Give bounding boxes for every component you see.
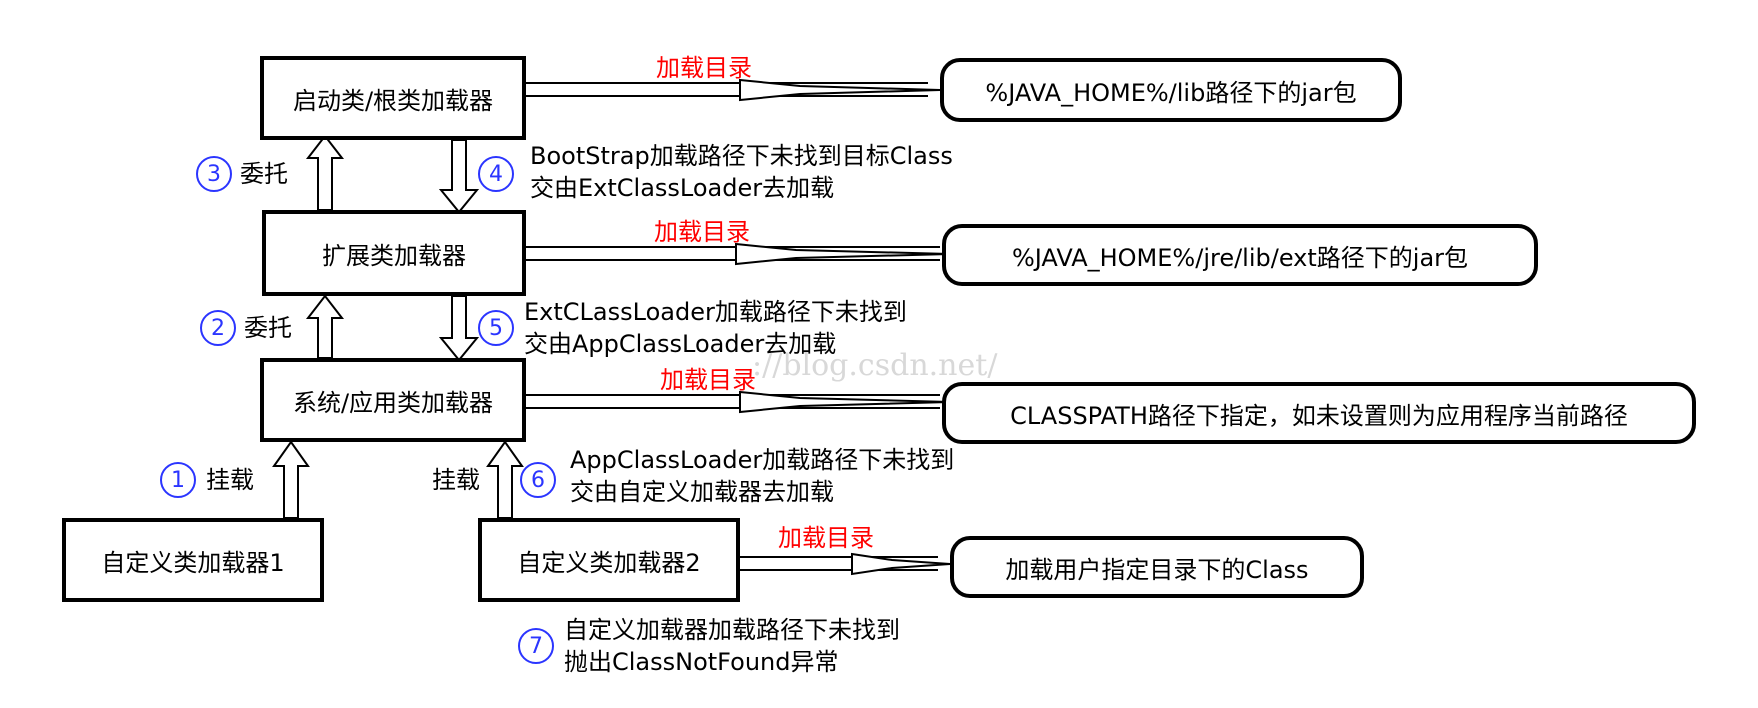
step-5-marker: 5 bbox=[478, 310, 514, 346]
custom-loader-1-label: 自定义类加载器1 bbox=[101, 548, 285, 577]
custom2-target-box: 加载用户指定目录下的Class bbox=[950, 536, 1364, 598]
app-target-box: CLASSPATH路径下指定，如未设置则为应用程序当前路径 bbox=[942, 382, 1696, 444]
note-step-7-line-2: 抛出ClassNotFound异常 bbox=[564, 648, 839, 676]
fallback-arrow-ext-to-app bbox=[438, 295, 480, 362]
load-arrow-custom2 bbox=[740, 552, 951, 576]
load-arrow-app bbox=[526, 390, 951, 414]
load-dir-label-bootstrap: 加载目录 bbox=[656, 54, 752, 82]
bootstrap-loader-box: 启动类/根类加载器 bbox=[260, 56, 526, 140]
step-6-marker: 6 bbox=[520, 462, 556, 498]
ext-loader-box: 扩展类加载器 bbox=[262, 210, 526, 296]
bootstrap-target-label: %JAVA_HOME%/lib路径下的jar包 bbox=[985, 78, 1357, 107]
delegate-arrow-ext-to-bootstrap bbox=[305, 134, 345, 211]
step-7-marker: 7 bbox=[518, 628, 554, 664]
watermark: ://blog.csdn.net/ bbox=[752, 348, 998, 383]
load-dir-label-ext: 加载目录 bbox=[654, 218, 750, 246]
note-step-5-line-1: ExtCLassLoader加载路径下未找到 bbox=[524, 298, 907, 326]
delegate-label-3: 委托 bbox=[240, 160, 288, 188]
bootstrap-target-box: %JAVA_HOME%/lib路径下的jar包 bbox=[940, 58, 1402, 122]
note-step-6-line-1: AppClassLoader加载路径下未找到 bbox=[570, 446, 955, 474]
step-3-marker: 3 bbox=[196, 156, 232, 192]
note-step-7-line-1: 自定义加载器加载路径下未找到 bbox=[564, 616, 900, 644]
mount-label-2: 挂载 bbox=[432, 466, 480, 494]
note-step-4: BootStrap加载路径下未找到目标Class 交由ExtClassLoade… bbox=[530, 140, 953, 204]
bootstrap-loader-label: 启动类/根类加载器 bbox=[292, 86, 494, 115]
note-step-6-line-2: 交由自定义加载器去加载 bbox=[570, 478, 834, 506]
note-step-5-line-2: 交由AppClassLoader去加载 bbox=[524, 330, 837, 358]
step-1-marker: 1 bbox=[160, 462, 196, 498]
note-step-4-line-1: BootStrap加载路径下未找到目标Class bbox=[530, 142, 953, 170]
app-loader-label: 系统/应用类加载器 bbox=[292, 388, 494, 417]
note-step-5: ExtCLassLoader加载路径下未找到 交由AppClassLoader去… bbox=[524, 296, 907, 360]
ext-target-box: %JAVA_HOME%/jre/lib/ext路径下的jar包 bbox=[942, 224, 1538, 286]
custom-loader-2-label: 自定义类加载器2 bbox=[517, 548, 701, 577]
fallback-arrow-bootstrap-to-ext bbox=[438, 139, 480, 214]
step-2-marker: 2 bbox=[200, 310, 236, 346]
load-arrow-ext bbox=[526, 242, 951, 266]
note-step-7: 自定义加载器加载路径下未找到 抛出ClassNotFound异常 bbox=[564, 614, 900, 678]
app-loader-box: 系统/应用类加载器 bbox=[260, 358, 526, 442]
delegate-label-2: 委托 bbox=[244, 314, 292, 342]
mount-arrow-custom2-to-app bbox=[486, 440, 524, 519]
step-4-marker: 4 bbox=[478, 156, 514, 192]
app-target-label: CLASSPATH路径下指定，如未设置则为应用程序当前路径 bbox=[1010, 401, 1628, 430]
load-dir-label-custom2: 加载目录 bbox=[778, 524, 874, 552]
mount-label-1: 挂载 bbox=[206, 466, 254, 494]
note-step-4-line-2: 交由ExtClassLoader去加载 bbox=[530, 174, 835, 202]
ext-target-label: %JAVA_HOME%/jre/lib/ext路径下的jar包 bbox=[1011, 243, 1469, 272]
custom-loader-1-box: 自定义类加载器1 bbox=[62, 518, 324, 602]
custom-loader-2-box: 自定义类加载器2 bbox=[478, 518, 740, 602]
load-arrow-bootstrap bbox=[526, 78, 941, 102]
ext-loader-label: 扩展类加载器 bbox=[322, 241, 466, 270]
mount-arrow-custom1-to-app bbox=[272, 440, 310, 519]
custom2-target-label: 加载用户指定目录下的Class bbox=[1005, 555, 1309, 584]
load-dir-label-app: 加载目录 bbox=[660, 366, 756, 394]
note-step-6: AppClassLoader加载路径下未找到 交由自定义加载器去加载 bbox=[570, 444, 954, 508]
delegate-arrow-app-to-ext bbox=[305, 294, 345, 359]
